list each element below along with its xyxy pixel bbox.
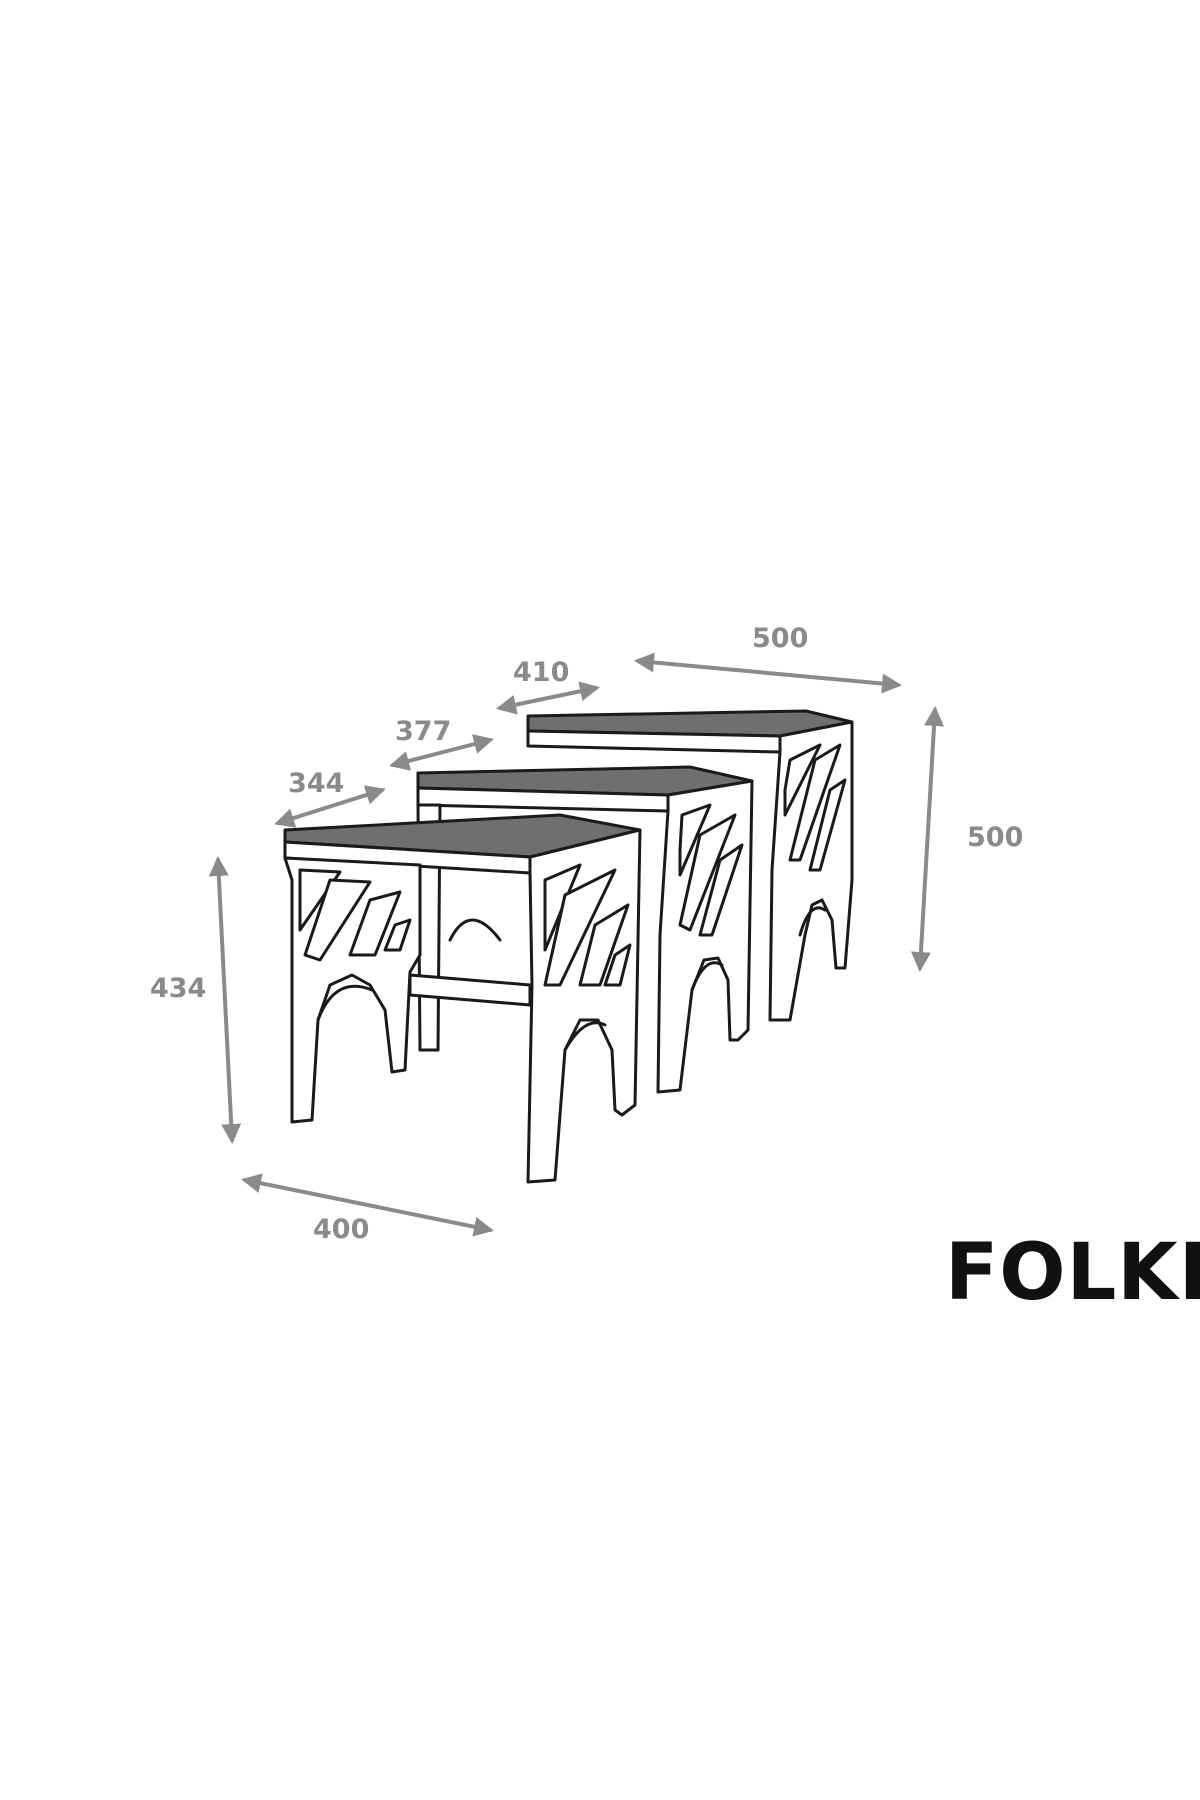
dim-arrow-small-depth <box>274 785 386 828</box>
brand-logo: FOLKI <box>945 1228 1200 1318</box>
dim-arrow-large-depth <box>496 681 600 715</box>
dim-arrow-large-height <box>910 706 945 972</box>
medium-table-slats <box>678 803 744 937</box>
large-table <box>526 709 854 1022</box>
dim-arrow-small-height <box>208 856 242 1144</box>
dim-arrow-small-width <box>241 1173 494 1237</box>
dim-arrow-medium-depth <box>389 734 494 771</box>
small-table <box>283 813 642 1184</box>
small-table-side-slats <box>543 863 632 987</box>
dimension-arrows <box>208 652 945 1237</box>
dim-label-large-depth: 410 <box>513 657 569 688</box>
dim-label-small-width: 400 <box>313 1214 369 1245</box>
large-table-top-edge <box>526 729 782 754</box>
small-table-left-slats <box>298 868 412 962</box>
dim-arrow-large-width <box>634 652 902 694</box>
dim-label-small-height: 434 <box>150 973 206 1004</box>
dim-label-small-depth: 344 <box>288 768 344 799</box>
small-table-stretcher <box>408 973 532 1007</box>
dim-label-large-height: 500 <box>967 822 1023 853</box>
dim-label-large-width: 500 <box>752 623 808 654</box>
large-table-slats <box>783 743 847 872</box>
dimension-labels: 344 377 410 500 500 434 400 <box>150 623 1023 1245</box>
dim-label-medium-depth: 377 <box>395 716 451 747</box>
